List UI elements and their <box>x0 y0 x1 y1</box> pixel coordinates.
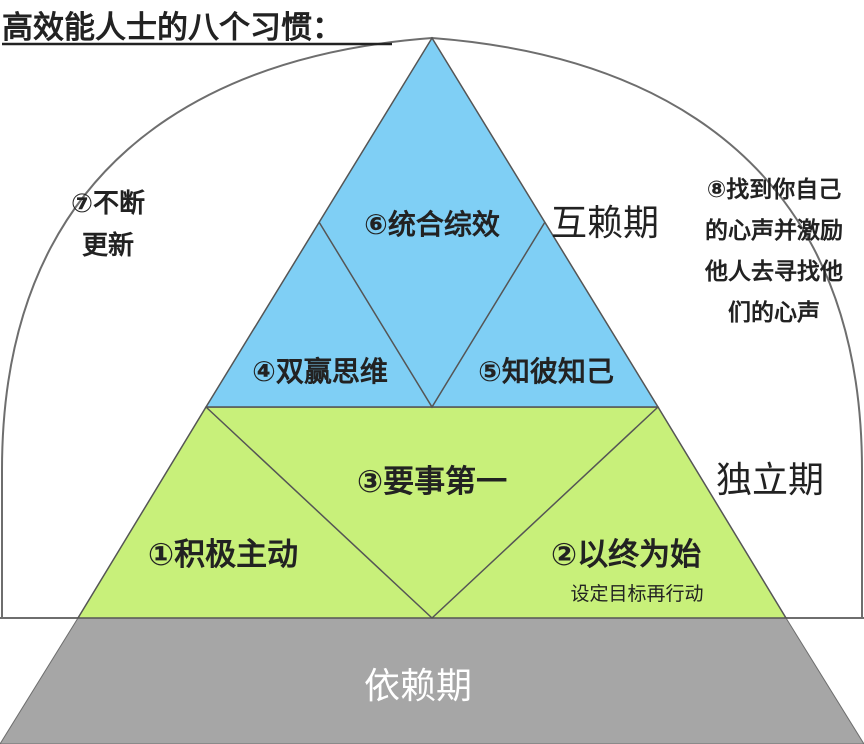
interdependence-inner-v <box>318 221 546 409</box>
habit-8-label-line3: 他人去寻找他 <box>704 259 843 285</box>
habit-7-label-line1: ⑦不断 <box>71 188 145 219</box>
stage-interdependence-label: 互赖期 <box>551 203 659 244</box>
habit-8-label-line2: 的心声并激励 <box>705 217 843 244</box>
habit-2-label: ②以终为始 <box>551 537 701 573</box>
habit-7-label-line2: 更新 <box>82 230 134 261</box>
habit-1-label: ①积极主动 <box>148 537 298 573</box>
habit-2-sublabel: 设定目标再行动 <box>570 583 703 605</box>
habit-8-label-line4: 们的心声 <box>728 299 820 326</box>
page-title: 高效能人士的八个习惯： <box>2 10 343 46</box>
habit-6-label: ⑥统合综效 <box>364 208 500 241</box>
habit-8-label-line1: ⑧找到你自己 <box>707 176 841 203</box>
habit-3-label: ③要事第一 <box>357 464 507 500</box>
independence-inner-triangle <box>205 406 659 620</box>
stage-dependence-label: 依赖期 <box>364 666 472 707</box>
habit-4-label: ④双赢思维 <box>252 355 388 388</box>
stage-independence-label: 独立期 <box>716 460 824 501</box>
habit-5-label: ⑤知彼知己 <box>478 355 614 388</box>
